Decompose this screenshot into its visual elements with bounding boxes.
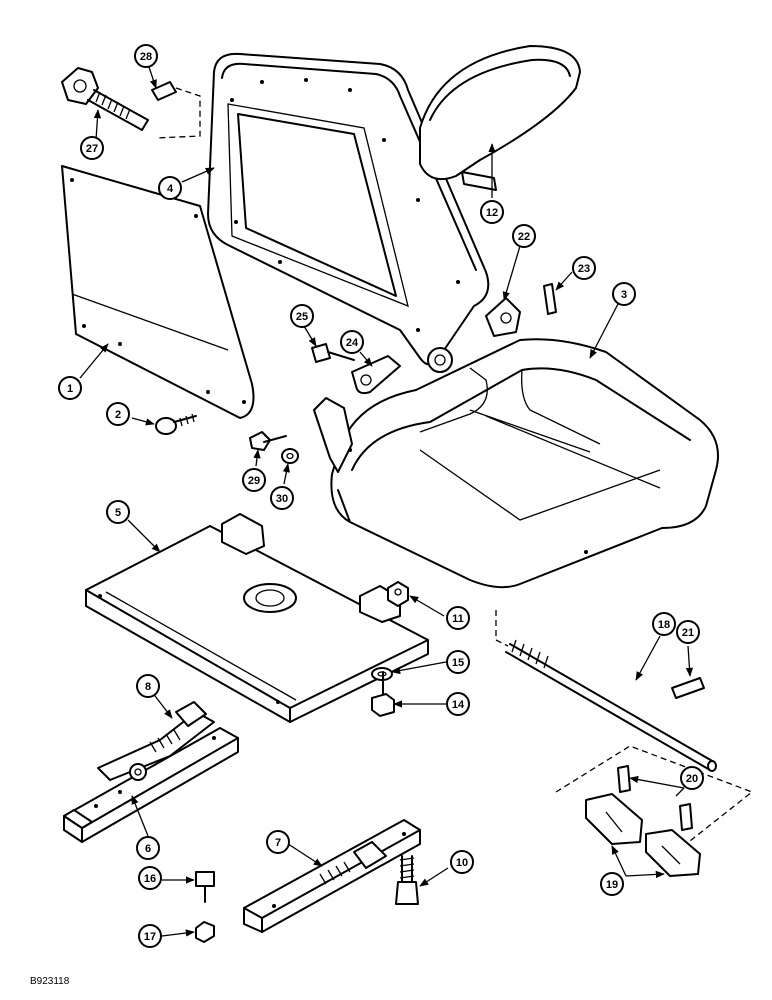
pivot-brackets-part-19	[555, 745, 754, 877]
svg-text:6: 6	[145, 843, 151, 855]
adjusting-rod-part-18	[505, 639, 717, 772]
svg-text:3: 3	[621, 289, 627, 301]
callout-4: 4	[158, 176, 182, 200]
seat-cushion-part-3	[330, 338, 719, 589]
svg-text:8: 8	[145, 681, 151, 693]
svg-text:7: 7	[275, 837, 281, 849]
callout-7: 7	[266, 830, 290, 854]
back-panel-part-1	[61, 165, 255, 419]
latch-part-22	[485, 297, 521, 337]
callout-2: 2	[106, 402, 130, 426]
callout-5: 5	[106, 500, 130, 524]
callout-28: 28	[134, 44, 158, 68]
svg-text:23: 23	[578, 263, 590, 275]
svg-text:22: 22	[518, 231, 530, 243]
callout-leaders	[79, 63, 694, 937]
callout-27: 27	[80, 136, 104, 160]
callout-15: 15	[446, 650, 470, 674]
nut-part-11	[387, 581, 409, 607]
svg-text:11: 11	[452, 613, 464, 625]
bolt-part-29	[249, 431, 287, 451]
svg-text:28: 28	[140, 51, 152, 63]
callout-11: 11	[446, 606, 470, 630]
bolt-part-16	[195, 871, 215, 903]
callout-12: 12	[480, 200, 504, 224]
callout-18: 18	[652, 612, 676, 636]
slide-lever-part-8	[97, 701, 215, 781]
svg-text:1: 1	[67, 383, 73, 395]
callout-6: 6	[136, 836, 160, 860]
svg-text:15: 15	[452, 657, 464, 669]
callout-1: 1	[58, 376, 82, 400]
leader-dashed	[155, 87, 201, 139]
leader-dashed	[495, 610, 509, 647]
svg-text:17: 17	[144, 931, 156, 943]
callout-8: 8	[136, 674, 160, 698]
svg-text:12: 12	[486, 207, 498, 219]
callout-24: 24	[340, 330, 364, 354]
callout-21: 21	[676, 620, 700, 644]
pin-part-23	[543, 283, 557, 315]
callout-14: 14	[446, 692, 470, 716]
svg-text:30: 30	[276, 493, 288, 505]
hinge-block-part-24	[351, 355, 401, 395]
callout-23: 23	[572, 256, 596, 280]
callout-17: 17	[138, 924, 162, 948]
screw-part-2	[155, 413, 197, 435]
armrest-part-12	[419, 45, 581, 191]
svg-text:27: 27	[86, 143, 98, 155]
callout-30: 30	[270, 486, 294, 510]
callout-22: 22	[512, 224, 536, 248]
seat-slide-rail-part-7	[243, 819, 421, 933]
seat-back-part-4	[207, 52, 490, 373]
svg-text:21: 21	[682, 627, 694, 639]
callout-20: 20	[680, 766, 704, 790]
svg-text:4: 4	[167, 183, 174, 195]
svg-text:14: 14	[452, 699, 465, 711]
svg-text:16: 16	[144, 873, 156, 885]
adjusting-knob-part-27	[61, 67, 149, 131]
svg-text:19: 19	[606, 879, 618, 891]
base-plate-part-5	[85, 513, 429, 723]
svg-text:29: 29	[248, 475, 260, 487]
callout-3: 3	[612, 282, 636, 306]
svg-text:5: 5	[115, 507, 121, 519]
svg-text:20: 20	[686, 773, 698, 785]
svg-text:24: 24	[346, 337, 359, 349]
svg-text:18: 18	[658, 619, 670, 631]
bolt-part-25	[311, 343, 355, 363]
svg-text:10: 10	[456, 857, 468, 869]
callout-25: 25	[290, 304, 314, 328]
svg-text:25: 25	[296, 311, 308, 323]
callout-16: 16	[138, 866, 162, 890]
callout-29: 29	[242, 468, 266, 492]
reference-code: B923118	[30, 976, 70, 987]
pin-part-21	[671, 677, 705, 699]
callout-10: 10	[450, 850, 474, 874]
bolt-part-14	[371, 671, 395, 717]
cushion-bracket	[313, 397, 353, 473]
pin-part-28	[151, 81, 177, 101]
bolt-part-10	[395, 855, 419, 905]
callout-19: 19	[600, 872, 624, 896]
nut-part-17	[195, 921, 215, 943]
svg-text:2: 2	[115, 409, 121, 421]
washer-part-30	[281, 448, 299, 464]
